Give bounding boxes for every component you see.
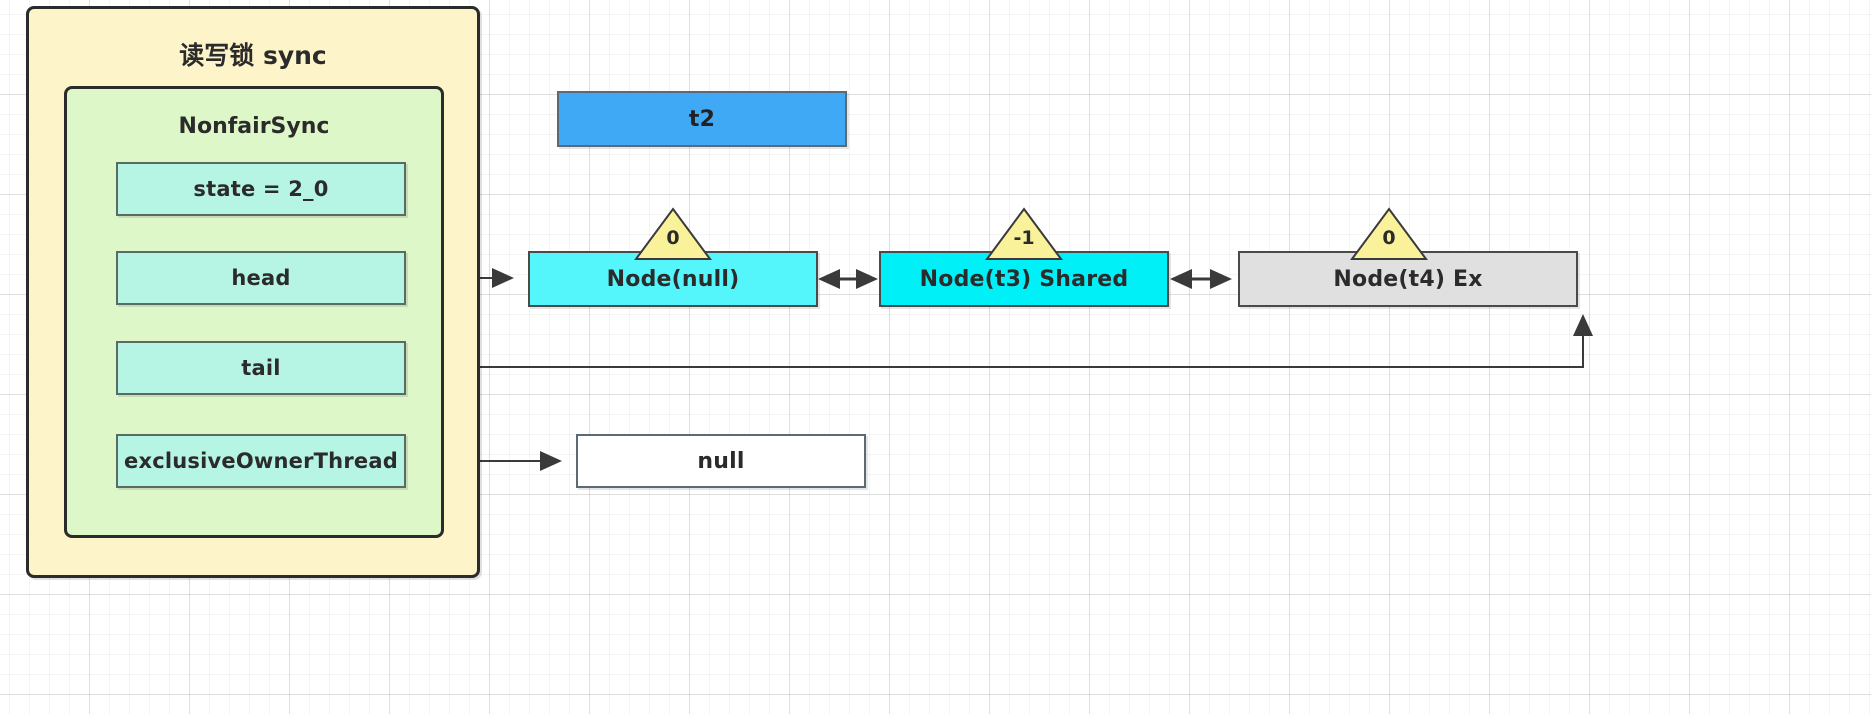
field-head: head [116, 251, 406, 305]
field-tail: tail [116, 341, 406, 395]
wait-status-label-1: -1 [1013, 227, 1035, 249]
wait-status-label-2: 0 [1382, 227, 1396, 249]
queue-node-1: Node(t3) Shared [879, 251, 1169, 307]
queue-node-0: Node(null) [528, 251, 818, 307]
wait-status-label-0: 0 [666, 227, 680, 249]
thread-box-t2: t2 [557, 91, 847, 147]
sync-title: 读写锁 sync [179, 41, 327, 70]
field-state: state = 2_0 [116, 162, 406, 216]
nonfair-sync-title: NonfairSync [178, 113, 330, 139]
owner-value-null: null [576, 434, 866, 488]
queue-node-2: Node(t4) Ex [1238, 251, 1578, 307]
wait-status-triangle-0: 0 [634, 207, 712, 261]
field-exclusive-owner-thread: exclusiveOwnerThread [116, 434, 406, 488]
wait-status-triangle-2: 0 [1350, 207, 1428, 261]
wait-status-triangle-1: -1 [985, 207, 1063, 261]
